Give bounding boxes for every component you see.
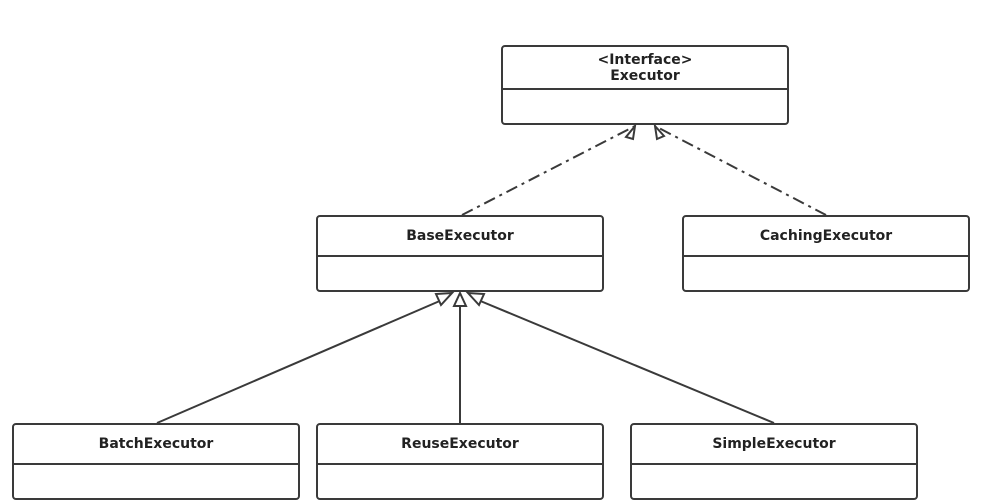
realization-arrowhead-left [624,122,637,141]
class-header-base-executor: BaseExecutor [318,217,602,257]
class-header-caching-executor: CachingExecutor [684,217,968,257]
class-header-executor: <Interface> Executor [503,47,787,90]
class-header-batch-executor: BatchExecutor [14,425,298,465]
class-box-base-executor: BaseExecutor [316,215,604,292]
class-box-executor: <Interface> Executor [501,45,789,125]
interface-stereotype: <Interface> [597,51,693,68]
generalization-arrowhead-reuse [452,290,468,307]
class-box-caching-executor: CachingExecutor [682,215,970,292]
generalization-line-simple-to-base [477,299,775,424]
class-name-executor: Executor [610,67,680,84]
class-name-caching-executor: CachingExecutor [759,228,893,244]
generalization-line-batch-to-base [156,299,443,424]
realization-arrowhead-right [653,122,666,141]
generalization-arrowhead-simple [465,291,486,307]
class-name-batch-executor: BatchExecutor [98,436,214,452]
generalization-arrowhead-batch [434,291,455,307]
class-name-reuse-executor: ReuseExecutor [401,436,519,452]
class-box-batch-executor: BatchExecutor [12,423,300,500]
class-name-simple-executor: SimpleExecutor [712,436,836,452]
class-box-simple-executor: SimpleExecutor [630,423,918,500]
realization-line-base-to-executor [461,125,636,216]
class-box-reuse-executor: ReuseExecutor [316,423,604,500]
class-header-simple-executor: SimpleExecutor [632,425,916,465]
class-header-reuse-executor: ReuseExecutor [318,425,602,465]
realization-line-caching-to-executor [654,125,827,216]
class-name-base-executor: BaseExecutor [406,228,514,244]
